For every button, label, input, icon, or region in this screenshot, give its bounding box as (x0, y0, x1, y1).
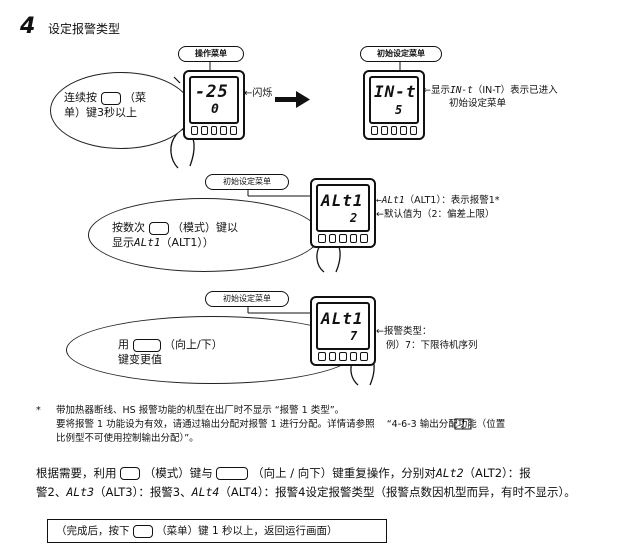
reference-link[interactable]: “4-6-3 输出分配功能（位置 (386, 419, 506, 430)
footnote-star: * (36, 405, 41, 416)
menu-key-icon (100, 91, 121, 105)
book-icon (454, 418, 472, 430)
initial-setting-menu-label: 初始设定菜单 (360, 46, 442, 62)
initial-setting-menu-label: 初始设定菜单 (205, 174, 289, 190)
flash-label: ←闪烁 (244, 88, 273, 99)
step-number: 4 (20, 14, 36, 39)
footnote: 带加热器断线、HS 报警功能的机型在出厂时不显示 “报警 1 类型”。 要将报警… (56, 405, 506, 444)
operation-menu-label: 操作菜单 (178, 46, 244, 62)
sv-display: 7 (350, 329, 359, 343)
alarm-type-note: ←报警类型： 例）7：下限待机序列 (376, 326, 478, 351)
instruction-bubble (88, 198, 320, 272)
pv-display: ALt1 (321, 309, 364, 328)
pv-display: -25 (195, 82, 229, 102)
sv-display: 2 (350, 211, 359, 225)
instruction-bubble (50, 72, 192, 149)
bubble-text: 用 （向上/下） 键变更值 (118, 338, 223, 366)
pv-display: IN-t (374, 82, 417, 101)
pv-display: ALt1 (321, 191, 364, 210)
up-down-key-icon (132, 338, 161, 352)
bubble-text: 连续按 （菜 单）键3秒以上 (64, 91, 146, 119)
controller-buttons (191, 126, 237, 135)
controller-display: IN-t 5 (363, 70, 425, 140)
initial-menu-note: ←显示IN-t（IN-T）表示已进入 初始设定菜单 (423, 85, 558, 109)
completion-note-box: （完成后，按下 （菜单）键 1 秒以上，返回运行画面） (47, 519, 387, 543)
next-arrow-icon (275, 91, 310, 108)
mode-key-icon (148, 221, 169, 235)
controller-display: ALt1 2 (310, 178, 376, 248)
mode-key-icon (120, 467, 141, 480)
sv-display: 5 (395, 103, 404, 117)
initial-setting-menu-label: 初始设定菜单 (205, 291, 289, 307)
step-title: 设定报警类型 (48, 22, 121, 36)
up-down-key-icon (216, 467, 249, 480)
alarm1-note: ←ALt1（ALT1）：表示报警1* ←默认值为（2：偏差上限） (376, 195, 500, 220)
bubble-text: 按数次 （模式）键以 显示ALt1（ALT1）） (112, 221, 238, 249)
body-paragraph: 根据需要，利用 （模式）键与 （向上 / 向下）键重复操作，分别对ALt2（AL… (36, 466, 576, 499)
controller-display: ALt1 7 (310, 296, 376, 366)
controller-display: -25 0 (183, 70, 245, 140)
controller-buttons (318, 352, 368, 361)
controller-buttons (371, 126, 417, 135)
sv-display: 0 (211, 102, 220, 117)
controller-buttons (318, 234, 368, 243)
instruction-bubble (66, 316, 358, 384)
menu-key-icon (132, 524, 153, 538)
